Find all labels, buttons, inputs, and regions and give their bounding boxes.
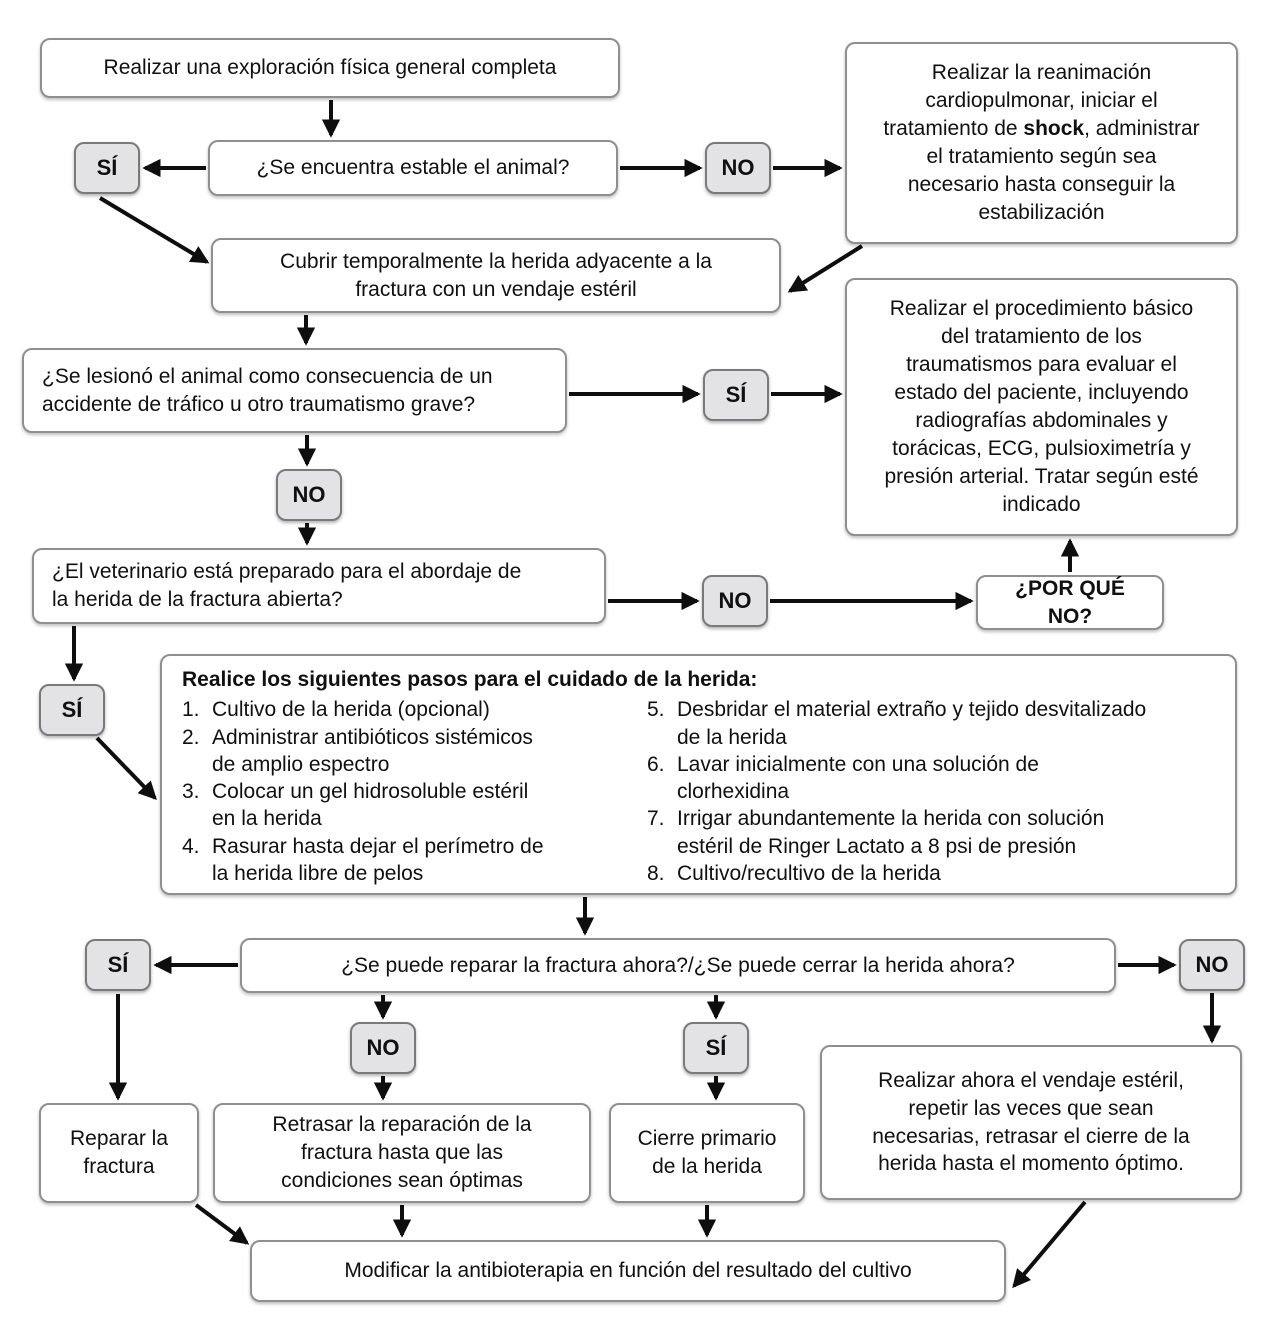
- node-reanimacion-text: Realizar la reanimación cardiopulmonar, …: [883, 61, 1200, 224]
- badge-si-reparar: SÍ: [85, 939, 151, 991]
- node-reparar-cerrar-pregunta: ¿Se puede reparar la fractura ahora?/¿Se…: [240, 938, 1116, 993]
- node-retrasar-reparacion-text: Retrasar la reparación de la fractura ha…: [272, 1113, 532, 1192]
- node-cubrir-herida-text: Cubrir temporalmente la herida adyacente…: [280, 249, 712, 301]
- pasos-col-derecha: 5.Desbridar el material extraño y tejido…: [647, 696, 1147, 887]
- node-procedimiento-text: Realizar el procedimiento básico del tra…: [884, 297, 1199, 516]
- node-animal-estable-text: ¿Se encuentra estable el animal?: [256, 156, 570, 180]
- list-item: 3.Colocar un gel hidrosoluble estéril en…: [182, 780, 529, 831]
- pasos-title: Realice los siguientes pasos para el cui…: [182, 668, 758, 691]
- node-exploracion-fisica-text: Realizar una exploración física general …: [103, 56, 557, 80]
- node-cierre-primario: Cierre primario de la herida: [609, 1103, 805, 1203]
- node-vendaje-esteril-text: Realizar ahora el vendaje estéril, repet…: [872, 1068, 1190, 1176]
- badge-si-estable: SÍ: [74, 142, 140, 194]
- list-item: 7.Irrigar abundantemente la herida con s…: [647, 807, 1105, 858]
- badge-no-estable: NO: [705, 142, 771, 194]
- arrow-reparar-to-modificar: [194, 1203, 250, 1245]
- node-animal-estable-pregunta: ¿Se encuentra estable el animal?: [208, 140, 618, 196]
- node-por-que-no-text: ¿POR QUÉ NO?: [1015, 576, 1125, 628]
- node-accidente-trafico-text: ¿Se lesionó el animal como consecuencia …: [42, 364, 493, 416]
- badge-si-cerrar-ahora: SÍ: [683, 1022, 749, 1074]
- arrow-reanimacion-to-cubrir: [787, 244, 864, 293]
- badge-no-preparado: NO: [702, 575, 768, 627]
- arrow-si-to-pasos: [95, 736, 157, 800]
- list-item: 1.Cultivo de la herida (opcional): [182, 698, 490, 722]
- node-vendaje-esteril: Realizar ahora el vendaje estéril, repet…: [820, 1045, 1242, 1200]
- node-reparar-cerrar-text: ¿Se puede reparar la fractura ahora?/¿Se…: [341, 953, 1015, 977]
- node-cubrir-herida: Cubrir temporalmente la herida adyacente…: [211, 238, 781, 313]
- node-exploracion-fisica: Realizar una exploración física general …: [40, 38, 620, 98]
- node-accidente-trafico-pregunta: ¿Se lesionó el animal como consecuencia …: [22, 348, 567, 433]
- list-item: 6.Lavar inicialmente con una solución de…: [647, 752, 1039, 804]
- node-pasos-cuidado-herida: Realice los siguientes pasos para el cui…: [160, 654, 1237, 895]
- badge-no-trauma: NO: [276, 469, 342, 521]
- badge-si-trauma: SÍ: [703, 369, 769, 421]
- list-item: 8.Cultivo/recultivo de la herida: [647, 862, 941, 886]
- node-reparar-fractura: Reparar la fractura: [39, 1103, 199, 1203]
- node-modificar-antibioterapia: Modificar la antibioterapia en función d…: [250, 1240, 1006, 1302]
- node-reanimacion-cardiopulmonar: Realizar la reanimación cardiopulmonar, …: [845, 42, 1238, 244]
- node-cierre-primario-text: Cierre primario de la herida: [637, 1127, 777, 1178]
- node-por-que-no: ¿POR QUÉ NO?: [976, 575, 1164, 630]
- arrow-si-to-cubrir: [98, 196, 210, 264]
- node-procedimiento-traumatismos: Realizar el procedimiento básico del tra…: [845, 278, 1238, 536]
- badge-si-preparado: SÍ: [39, 684, 105, 736]
- node-modificar-antibioterapia-text: Modificar la antibioterapia en función d…: [344, 1259, 912, 1283]
- list-item: 2.Administrar antibióticos sistémicos de…: [182, 725, 533, 776]
- node-reparar-fractura-text: Reparar la fractura: [69, 1127, 169, 1178]
- node-retrasar-reparacion: Retrasar la reparación de la fractura ha…: [213, 1103, 591, 1203]
- arrow-vendaje-to-modificar: [1012, 1200, 1087, 1289]
- pasos-col-izquierda: 1.Cultivo de la herida (opcional) 2.Admi…: [182, 696, 647, 887]
- node-veterinario-preparado-text: ¿El veterinario está preparado para el a…: [52, 560, 522, 611]
- badge-no-reparar-ahora: NO: [350, 1022, 416, 1074]
- bold-shock: shock: [1023, 117, 1085, 141]
- list-item: 4.Rasurar hasta dejar el perímetro de la…: [182, 834, 544, 886]
- badge-no-cerrar: NO: [1179, 939, 1245, 991]
- pasos-columns: 1.Cultivo de la herida (opcional) 2.Admi…: [182, 696, 1217, 887]
- node-veterinario-preparado-pregunta: ¿El veterinario está preparado para el a…: [32, 548, 606, 624]
- list-item: 5.Desbridar el material extraño y tejido…: [647, 698, 1147, 749]
